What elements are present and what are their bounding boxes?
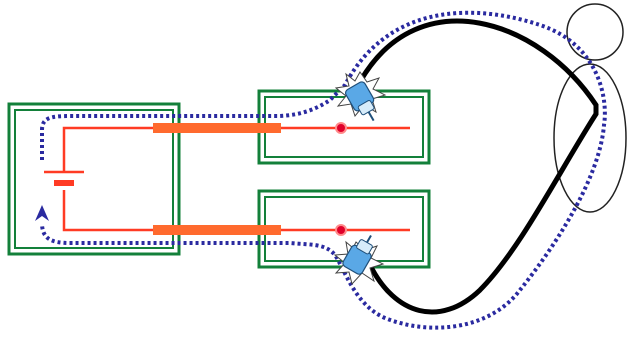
shock-current-loop	[40, 10, 607, 330]
arrowhead-icon	[35, 205, 49, 221]
hand-holding-probe-icon	[342, 234, 373, 275]
bottom-hand-group	[333, 234, 385, 286]
person-outline-icon	[553, 3, 627, 213]
bottom-contact-point	[335, 224, 347, 236]
top-hand-group	[334, 71, 387, 122]
bottom-sleeve	[153, 225, 281, 235]
circuit-conductors	[62, 126, 410, 232]
bottom-conductor	[62, 190, 410, 232]
top-sleeve	[153, 123, 281, 133]
person-body	[553, 63, 627, 213]
top-contact-point	[335, 122, 347, 134]
hand-holding-probe-icon	[344, 81, 375, 122]
source-enclosure	[7, 102, 181, 256]
person-head	[566, 3, 624, 61]
body-current-path	[358, 18, 599, 315]
insulated-sleeves	[153, 123, 281, 235]
top-conductor	[62, 126, 410, 172]
battery-icon	[44, 170, 84, 186]
